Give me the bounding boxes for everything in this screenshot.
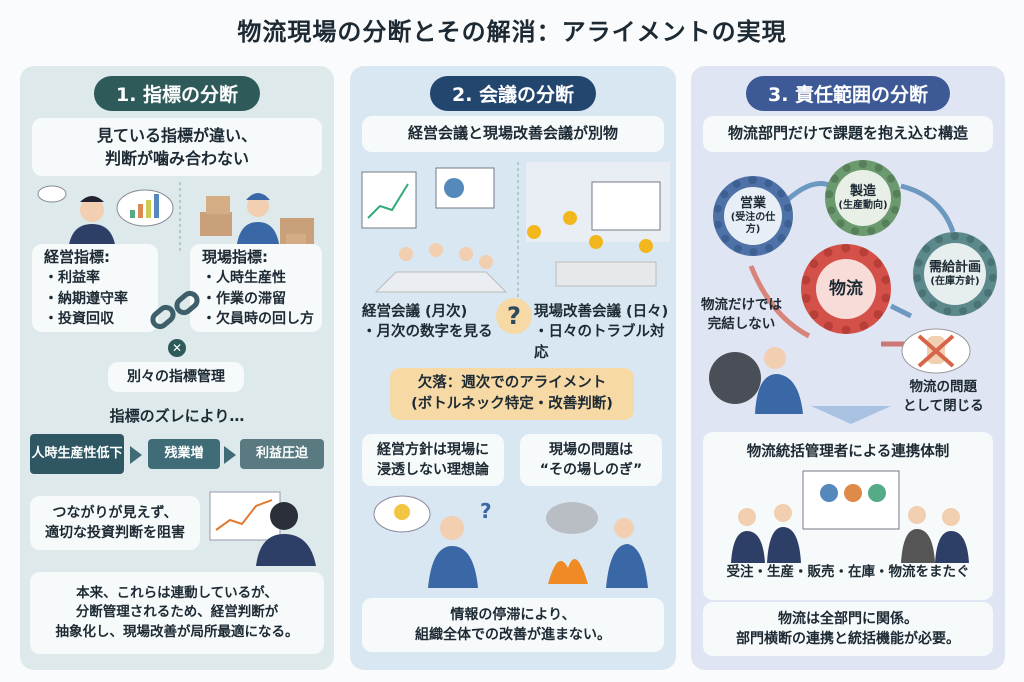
text-line: 物流だけでは bbox=[701, 297, 782, 313]
text-line: 完結しない bbox=[707, 315, 776, 332]
connection-box: つながりが見えず、 適切な投資判断を阻害 bbox=[30, 496, 200, 550]
idea-fire-illustration: ? bbox=[373, 495, 648, 588]
text-line: つながりが見えず、 bbox=[52, 504, 178, 521]
meeting-rooms-illustration bbox=[361, 162, 670, 302]
mgmt-policy-box: 経営方針は現場に 浸透しない理想論 bbox=[362, 434, 504, 486]
solution-title: 物流統括管理者による連携体制 bbox=[746, 444, 950, 460]
text-line: 本来、これらは連動しているが、 bbox=[76, 584, 278, 601]
gear-logistics: 物流 bbox=[801, 244, 891, 334]
subtitle-line: 判断が噛み合わない bbox=[104, 149, 249, 168]
gap-title: 指標のズレにより… bbox=[109, 407, 245, 425]
gear-label: 製造 bbox=[849, 184, 876, 200]
down-arrow-icon bbox=[811, 406, 891, 424]
text-line: 組織全体での改善が進まない。 bbox=[415, 627, 611, 643]
bottom-summary: 本来、これらは連動しているが、 分断管理されるため、経営判断が 抽象化し、現場改… bbox=[30, 572, 324, 654]
list-item: ・利益率 bbox=[44, 270, 100, 287]
flow-step-profit: 利益圧迫 bbox=[240, 439, 324, 469]
broken-chain-icon bbox=[150, 290, 200, 330]
text-line: 欠落：週次でのアライメント bbox=[417, 374, 607, 391]
gear-demand-planning: 需給計画(在庫方針) bbox=[913, 232, 997, 316]
text-line: として閉じる bbox=[903, 397, 984, 414]
site-meeting-title: 現場改善会議 (日々) bbox=[534, 304, 669, 320]
site-meeting: 現場改善会議 (日々) ・日々のトラブル対応 bbox=[534, 302, 676, 363]
list-item: ・日々のトラブル対応 bbox=[534, 324, 665, 361]
list-item: ・作業の滞留 bbox=[202, 290, 286, 307]
panel-responsibility: 3. 責任範囲の分断 物流部門だけで課題を抱え込む構造 営業(受注の仕方) 製造… bbox=[691, 66, 1005, 670]
text-line: 物流の問題 bbox=[909, 379, 978, 395]
burdened-worker-illustration bbox=[709, 347, 803, 414]
list-item: ・投資回収 bbox=[44, 311, 114, 328]
panel-header: 3. 責任範囲の分断 bbox=[745, 76, 951, 111]
solution-box: 物流統括管理者による連携体制 受注・生産・販売・在庫・物流をまたぐ bbox=[703, 432, 993, 600]
text-line: 抽象化し、現場改善が局所最適になる。 bbox=[55, 623, 299, 640]
gear-manufacturing: 製造(生産動向) bbox=[825, 160, 901, 236]
subtitle-line: 見ている指標が違い、 bbox=[96, 125, 257, 145]
svg-text:?: ? bbox=[480, 499, 492, 523]
text-line: 経営方針は現場に bbox=[377, 441, 489, 458]
gear-sublabel: (在庫方針) bbox=[930, 275, 980, 287]
text-line: 情報の停滞により、 bbox=[450, 606, 576, 623]
note-left: 物流だけでは 完結しない bbox=[701, 296, 782, 334]
subtitle-box: 見ている指標が違い、 判断が噛み合わない bbox=[32, 118, 322, 176]
panel-header: 2. 会議の分断 bbox=[429, 76, 597, 111]
gear-label: 需給計画 bbox=[928, 260, 981, 276]
site-metrics-box: 現場指標: ・人時生産性 ・作業の滞留 ・欠員時の回し方 bbox=[190, 244, 322, 332]
gear-sales: 営業(受注の仕方) bbox=[713, 176, 793, 256]
list-item: ・人時生産性 bbox=[202, 270, 286, 287]
gear-sublabel: (生産動向) bbox=[838, 199, 888, 211]
mgmt-metrics-title: 経営指標: bbox=[44, 247, 110, 266]
flow-step-overtime: 残業増 bbox=[148, 439, 220, 469]
mgmt-meeting: 経営会議 (月次) ・月次の数字を見る bbox=[362, 302, 493, 343]
text-line: 部門横断の連携と統括機能が必要。 bbox=[736, 631, 960, 647]
text-line: (ボトルネック特定・改善判断) bbox=[411, 396, 613, 412]
text-line: 適切な投資判断を阻害 bbox=[45, 525, 185, 541]
gear-label: 営業 bbox=[739, 196, 766, 212]
bottom-summary: 物流は全部門に関係。 部門横断の連携と統括機能が必要。 bbox=[703, 602, 993, 656]
text-line: 物流は全部門に関係。 bbox=[778, 610, 918, 627]
text-line: 浸透しない理想論 bbox=[377, 462, 489, 478]
confused-manager-illustration bbox=[209, 491, 316, 566]
missing-alignment-callout: 欠落：週次でのアライメント (ボトルネック特定・改善判断) bbox=[390, 368, 634, 420]
list-item: ・欠員時の回し方 bbox=[202, 311, 314, 328]
gear-label: 物流 bbox=[816, 259, 876, 319]
panel-header: 1. 指標の分断 bbox=[93, 76, 261, 111]
arrow-right-icon bbox=[224, 446, 236, 464]
subtitle-box: 物流部門だけで課題を抱え込む構造 bbox=[703, 116, 993, 152]
text-line: “その場しのぎ” bbox=[539, 462, 643, 478]
site-problem-box: 現場の問題は “その場しのぎ” bbox=[520, 434, 662, 486]
team-meeting-illustration bbox=[731, 470, 969, 564]
note-right: 物流の問題 として閉じる bbox=[903, 378, 984, 416]
across-departments-text: 受注・生産・販売・在庫・物流をまたぐ bbox=[726, 564, 970, 581]
panel-metrics: 1. 指標の分断 見ている指標が違い、 判断が噛み合わない 経営指標: ・利益率… bbox=[20, 66, 334, 670]
page-title: 物流現場の分断とその解消：アライメントの実現 bbox=[237, 18, 787, 46]
text-line: 分断管理されるため、経営判断が bbox=[75, 604, 279, 621]
cross-icon: ✕ bbox=[168, 339, 186, 357]
manager-worker-illustration bbox=[37, 182, 314, 252]
gear-sublabel: (受注の仕方) bbox=[730, 211, 776, 235]
separate-management-label: 別々の指標管理 bbox=[108, 362, 244, 392]
flow-step-productivity: 人時生産性低下 bbox=[30, 434, 124, 474]
panel-meetings: 2. 会議の分断 経営会議と現場改善会議が別物 経営会議 (月次) ・月次の数字… bbox=[350, 66, 676, 670]
list-item: ・納期遵守率 bbox=[44, 290, 128, 307]
subtitle-box: 経営会議と現場改善会議が別物 bbox=[362, 116, 664, 152]
text-line: 現場の問題は bbox=[549, 441, 633, 458]
mgmt-metrics-box: 経営指標: ・利益率 ・納期遵守率 ・投資回収 bbox=[32, 244, 158, 332]
list-item: ・月次の数字を見る bbox=[362, 324, 493, 341]
question-icon: ? bbox=[496, 298, 532, 334]
stop-hand-icon bbox=[901, 328, 971, 374]
bottom-summary: 情報の停滞により、 組織全体での改善が進まない。 bbox=[362, 598, 664, 652]
mgmt-meeting-title: 経営会議 (月次) bbox=[362, 304, 468, 320]
arrow-right-icon bbox=[130, 446, 142, 464]
site-metrics-title: 現場指標: bbox=[202, 247, 268, 266]
